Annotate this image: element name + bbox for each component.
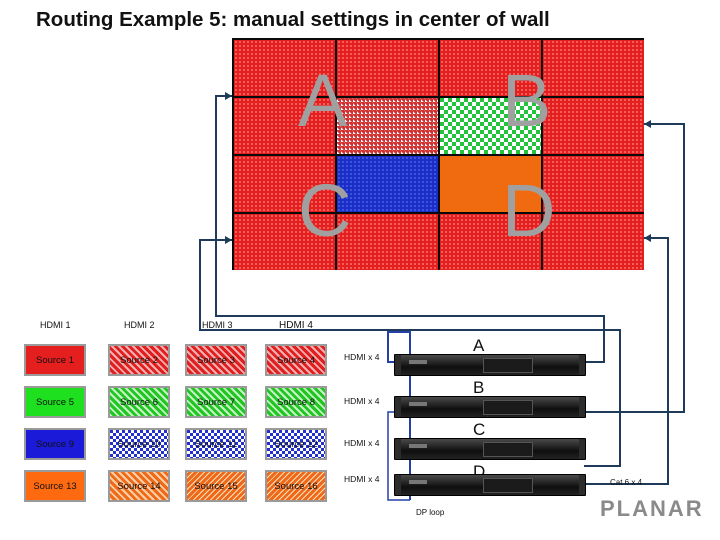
wall-tile-hatched <box>337 98 438 154</box>
cable-line-d <box>584 237 669 485</box>
hdmi-header-3: HDMI 3 <box>202 320 233 330</box>
cable-line-c <box>199 239 621 467</box>
controller-label-b: B <box>473 378 485 397</box>
cable-line-a <box>215 95 605 363</box>
hdmi-header-2: HDMI 2 <box>124 320 155 330</box>
wall-tile <box>543 156 644 212</box>
quadrant-label-a: A <box>298 59 348 142</box>
video-controller-device <box>394 396 586 418</box>
hdmi-header-4: HDMI 4 <box>279 320 313 331</box>
arrow-head-a <box>225 92 232 100</box>
arrow-head-b <box>644 120 651 128</box>
source-box: Source 13 <box>24 470 86 502</box>
wall-tile <box>234 156 335 212</box>
hdmi-x4-label: HDMI x 4 <box>344 352 380 362</box>
wall-tile <box>234 98 335 154</box>
hdmi-header-1: HDMI 1 <box>40 320 71 330</box>
source-box: Source 1 <box>24 344 86 376</box>
source-box: Source 14 <box>108 470 170 502</box>
hdmi-x4-label: HDMI x 4 <box>344 396 380 406</box>
dp-loop-line-2 <box>387 411 410 501</box>
dp-loop-label: DP loop <box>416 508 445 517</box>
wall-tile <box>234 214 335 270</box>
source-box: Source 9 <box>24 428 86 460</box>
video-controller-device <box>394 438 586 460</box>
arrow-head-c <box>225 236 232 244</box>
wall-tile-blue <box>337 156 438 212</box>
source-box: Source 8 <box>265 386 327 418</box>
planar-logo: PLANAR <box>600 496 704 521</box>
cable-line-b <box>584 123 685 413</box>
video-controller-device <box>394 354 586 376</box>
video-wall: A B C D <box>232 38 644 270</box>
source-box: Source 16 <box>265 470 327 502</box>
source-box: Source 2 <box>108 344 170 376</box>
dp-loop-line <box>387 331 411 500</box>
wall-tile-orange <box>440 156 541 212</box>
wall-tile <box>337 214 438 270</box>
wall-tile <box>337 40 438 96</box>
source-box: Source 10 <box>108 428 170 460</box>
wall-tile <box>440 214 541 270</box>
wall-tile <box>543 214 644 270</box>
controller-label-c: C <box>473 420 486 439</box>
controller-label-a: A <box>473 336 485 355</box>
source-box: Source 11 <box>185 428 247 460</box>
source-box: Source 12 <box>265 428 327 460</box>
quadrant-label-c: C <box>298 169 352 252</box>
cable-label: Cat 6 x 4 <box>610 478 643 487</box>
arrow-head-d <box>644 234 651 242</box>
source-box: Source 15 <box>185 470 247 502</box>
source-box: Source 4 <box>265 344 327 376</box>
video-controller-device <box>394 474 586 496</box>
wall-tile-checkered <box>440 98 541 154</box>
source-box: Source 6 <box>108 386 170 418</box>
quadrant-label-b: B <box>502 59 552 142</box>
wall-tile <box>440 40 541 96</box>
hdmi-x4-label: HDMI x 4 <box>344 474 380 484</box>
wall-tile <box>543 40 644 96</box>
hdmi-x4-label: HDMI x 4 <box>344 438 380 448</box>
source-box: Source 3 <box>185 344 247 376</box>
source-box: Source 5 <box>24 386 86 418</box>
wall-tile <box>234 40 335 96</box>
quadrant-label-d: D <box>502 169 556 252</box>
wall-tile <box>543 98 644 154</box>
source-box: Source 7 <box>185 386 247 418</box>
page-title: Routing Example 5: manual settings in ce… <box>36 8 550 31</box>
